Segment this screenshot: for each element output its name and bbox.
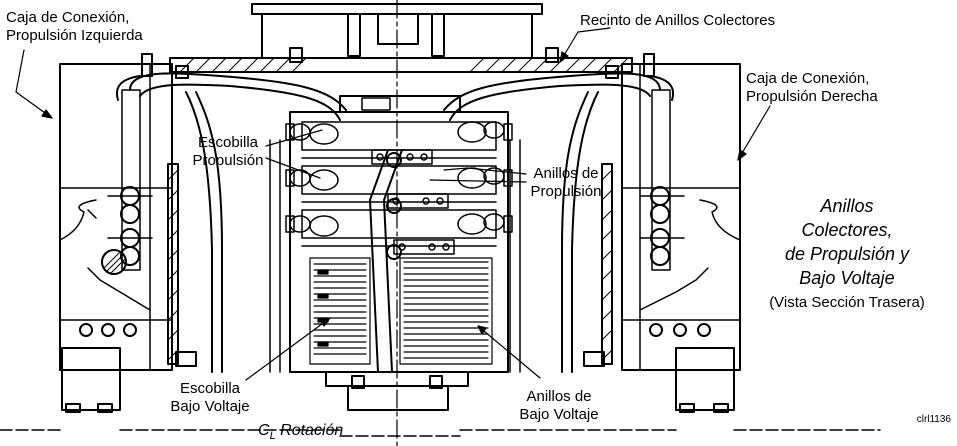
- label-caja-derecha-line2: Propulsión Derecha: [746, 88, 878, 105]
- label-caja-izquierda-line1: Caja de Conexión,: [6, 9, 130, 26]
- left-junction-box: [59, 63, 173, 413]
- low-voltage-rings: [399, 257, 493, 365]
- title-subtitle: (Vista Sección Trasera): [769, 294, 925, 311]
- ring-assembly: [285, 95, 513, 411]
- label-anillos-bajo-voltaje: Anillos de Bajo Voltaje: [504, 388, 614, 424]
- label-anillos-propulsion-line2: Propulsión: [530, 183, 602, 200]
- title-line3: de Propulsión y: [784, 244, 910, 264]
- cables: [116, 72, 674, 373]
- label-recinto: Recinto de Anillos Colectores: [580, 12, 776, 29]
- rotation-axis-label: CL Rotación: [258, 422, 343, 442]
- label-escobilla-propulsion-line2: Propulsión: [192, 152, 264, 169]
- diagram-title: Anillos Colectores, de Propulsión y Bajo…: [752, 194, 942, 313]
- label-escobilla-bajo-voltaje-line1: Escobilla: [179, 380, 241, 397]
- label-caja-derecha: Caja de Conexión, Propulsión Derecha: [746, 70, 878, 106]
- label-anillos-propulsion-line1: Anillos de: [533, 165, 599, 182]
- figure-code: clrl1136: [916, 414, 951, 425]
- title-line2: Colectores,: [801, 220, 893, 240]
- label-anillos-propulsion: Anillos de Propulsión: [520, 165, 612, 201]
- propulsion-brushes-right: [457, 121, 513, 235]
- label-anillos-bajo-voltaje-line2: Bajo Voltaje: [519, 406, 599, 423]
- title-line1: Anillos: [820, 196, 874, 216]
- leader-lines: [15, 27, 771, 381]
- base-line: [0, 429, 881, 437]
- low-voltage-brushes: [309, 257, 371, 365]
- label-caja-izquierda-line2: Propulsión Izquierda: [6, 27, 143, 44]
- propulsion-brushes-left: [285, 123, 339, 237]
- label-escobilla-propulsion: Escobilla Propulsión: [186, 134, 270, 170]
- label-escobilla-bajo-voltaje-line2: Bajo Voltaje: [170, 398, 250, 415]
- label-caja-izquierda: Caja de Conexión, Propulsión Izquierda: [6, 9, 143, 45]
- axis-sub: L: [269, 430, 276, 443]
- label-escobilla-bajo-voltaje: Escobilla Bajo Voltaje: [156, 380, 264, 416]
- label-anillos-bajo-voltaje-line1: Anillos de: [526, 388, 592, 405]
- label-escobilla-propulsion-line1: Escobilla: [197, 134, 259, 151]
- title-line4: Bajo Voltaje: [799, 268, 895, 288]
- right-junction-box: [621, 63, 741, 413]
- label-caja-derecha-line1: Caja de Conexión,: [746, 70, 870, 87]
- axis-text: Rotación: [280, 422, 344, 439]
- axis-prefix: C: [258, 422, 270, 439]
